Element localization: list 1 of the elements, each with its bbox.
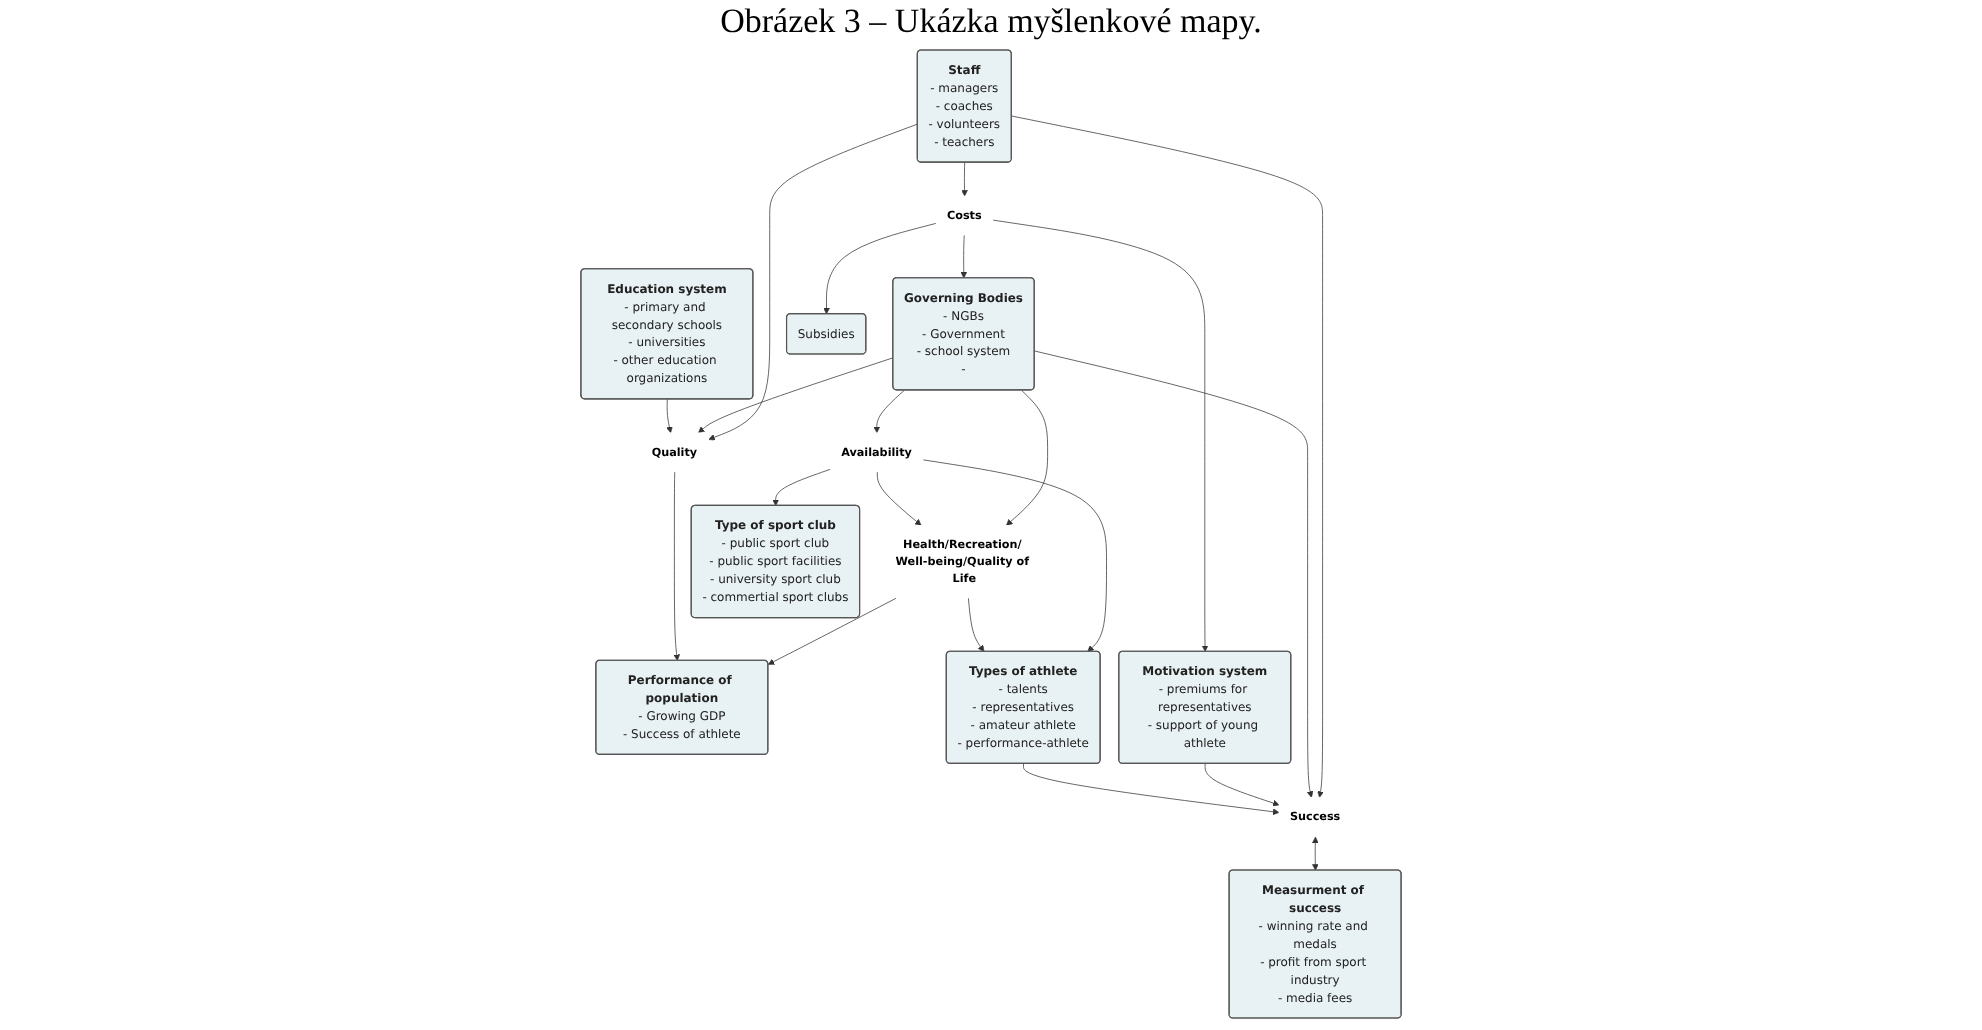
figure-title: Obrázek 3 – Ukázka myšlenkové mapy.	[718, 0, 1264, 44]
